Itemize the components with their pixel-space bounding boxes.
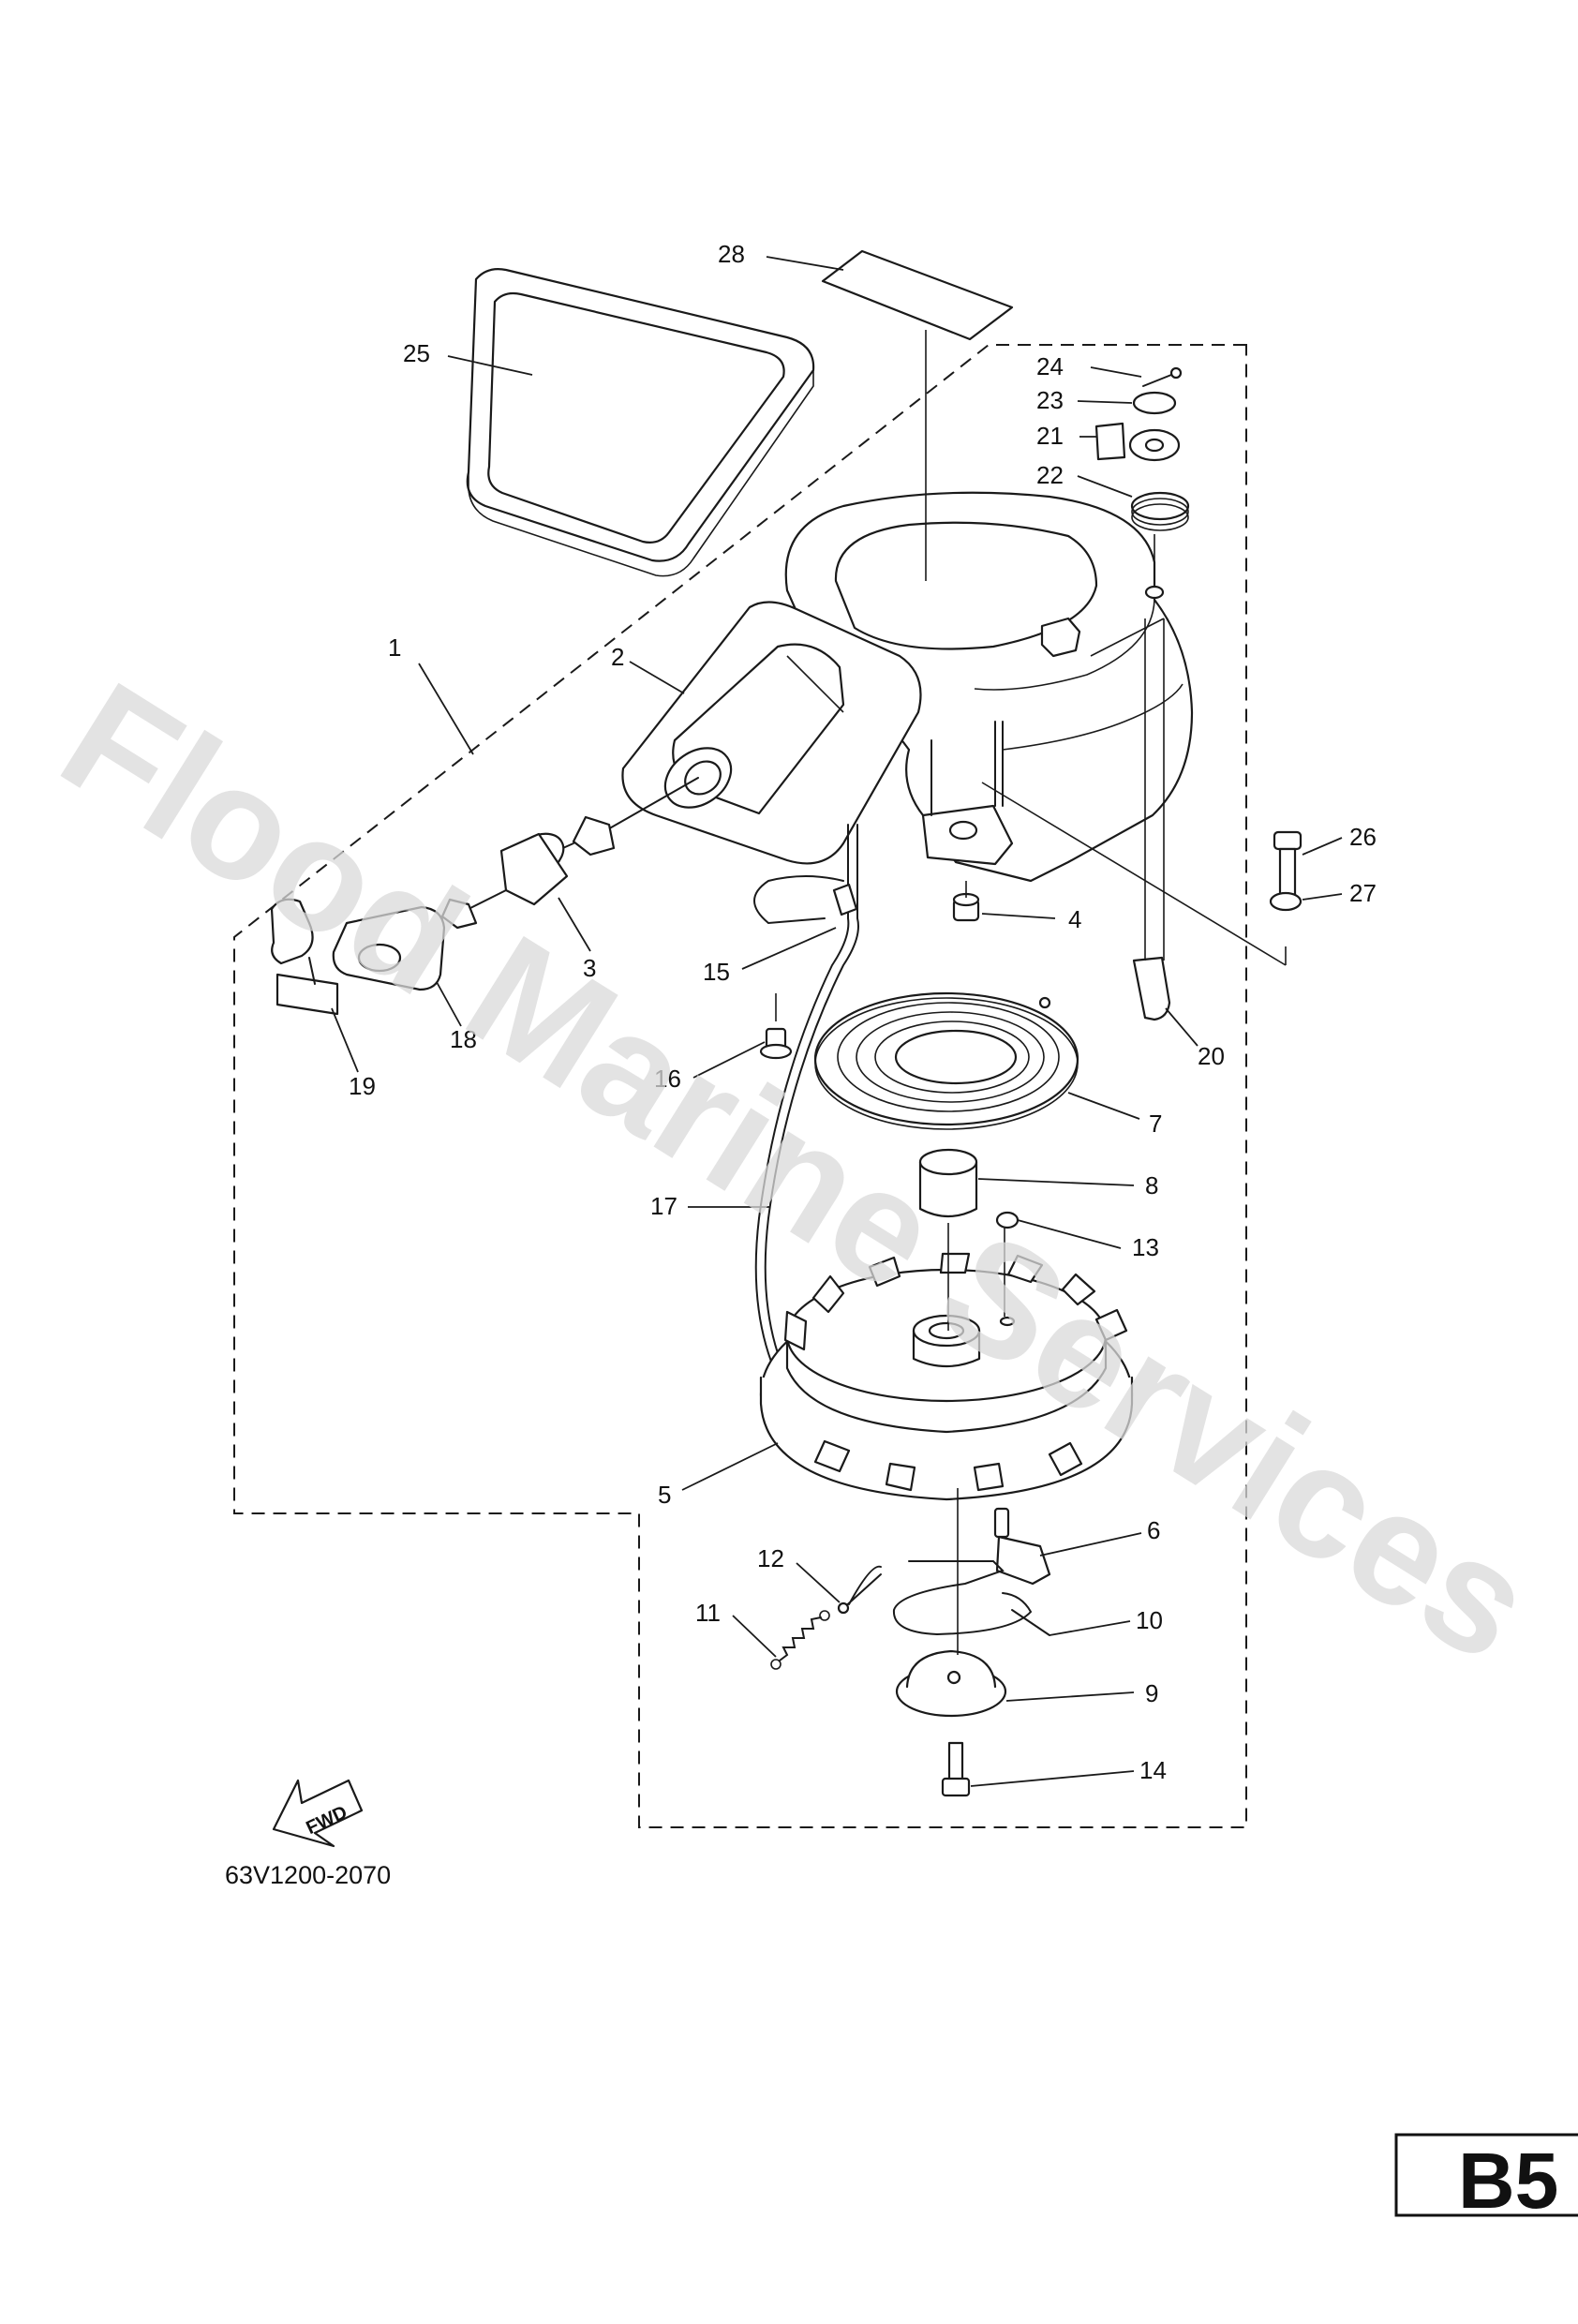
leader-24	[1090, 366, 1142, 378]
callout-25: 25	[403, 339, 430, 367]
assembly-boundary	[233, 344, 1247, 1828]
bolt-part-14	[941, 1741, 971, 1797]
callout-9: 9	[1145, 1679, 1158, 1707]
washer-part-23	[1132, 391, 1177, 415]
seal-part-25	[466, 268, 815, 577]
leader-7	[1067, 1092, 1140, 1120]
callout-13: 13	[1132, 1233, 1159, 1261]
callout-4: 4	[1068, 905, 1081, 933]
leader-20	[1165, 1007, 1198, 1047]
spring-part-22	[1130, 491, 1190, 531]
callout-2: 2	[611, 643, 624, 671]
callout-3: 3	[583, 954, 596, 982]
leader-16	[692, 1041, 766, 1079]
leader-12	[796, 1562, 841, 1603]
leader-18	[436, 981, 462, 1027]
pawl-part-6	[993, 1507, 1051, 1586]
leader-28	[766, 256, 844, 271]
callout-14: 14	[1139, 1756, 1167, 1784]
leader-3	[558, 897, 591, 952]
leader-22	[1077, 475, 1133, 498]
callout-28: 28	[718, 240, 745, 268]
callout-10: 10	[1136, 1606, 1163, 1634]
callout-18: 18	[450, 1025, 477, 1053]
callout-19: 19	[349, 1072, 376, 1100]
decal-part-28	[821, 249, 1014, 341]
part-code: 63V1200-2070	[225, 1861, 391, 1889]
bracket-part-21	[1094, 422, 1181, 462]
callout-16: 16	[654, 1065, 681, 1093]
drive-pulley-part-5	[759, 1252, 1134, 1501]
callout-12: 12	[757, 1544, 784, 1572]
handle-part-2	[621, 601, 922, 865]
fwd-arrow-icon: FWD	[272, 1779, 364, 1848]
plate-part-9	[895, 1649, 1007, 1718]
callout-17: 17	[650, 1192, 677, 1220]
leader-19	[331, 1007, 359, 1073]
rope-handle-assembly	[270, 777, 699, 1016]
leader-14	[970, 1770, 1135, 1787]
leader-1	[418, 663, 474, 755]
bolt-part-26	[1273, 830, 1303, 900]
leader-11	[732, 1615, 777, 1658]
collar-part-4	[952, 892, 980, 922]
leader-15	[741, 927, 837, 970]
callout-20: 20	[1198, 1042, 1225, 1070]
section-tag: B5	[1394, 2133, 1578, 2225]
spring-part-12	[837, 1565, 882, 1615]
callout-26: 26	[1349, 823, 1377, 851]
leader-13	[1017, 1219, 1122, 1249]
return-spring-part-10	[892, 1560, 1050, 1636]
callout-22: 22	[1036, 461, 1064, 489]
section-tag-label: B5	[1458, 2137, 1558, 2225]
bushing-part-8	[918, 1148, 978, 1218]
washer-part-27	[1269, 891, 1303, 912]
callout-24: 24	[1036, 352, 1064, 380]
spiral-spring-part-7	[813, 991, 1079, 1130]
leader-23	[1077, 400, 1133, 404]
screw-part-16	[759, 1027, 793, 1060]
callout-8: 8	[1145, 1171, 1158, 1199]
callout-5: 5	[658, 1481, 671, 1509]
callout-7: 7	[1149, 1110, 1162, 1138]
leader-2	[629, 661, 685, 694]
stopper-part-20	[1132, 956, 1171, 1021]
leader-8	[977, 1178, 1135, 1186]
callout-23: 23	[1036, 386, 1064, 414]
leader-26	[1302, 837, 1343, 856]
callout-1: 1	[388, 633, 401, 662]
leader-6	[1039, 1532, 1142, 1557]
leader-25	[447, 355, 533, 376]
lock-cable-part-15	[753, 875, 844, 925]
starter-housing	[784, 491, 1194, 883]
leader-27	[1302, 893, 1343, 901]
spring-part-11	[770, 1610, 830, 1670]
callout-21: 21	[1036, 422, 1064, 450]
leader-4	[981, 913, 1056, 919]
callout-15: 15	[703, 958, 730, 986]
pin-part-24	[1142, 366, 1183, 387]
leader-5	[681, 1442, 779, 1491]
callout-6: 6	[1147, 1516, 1160, 1544]
lock-wire-part-17	[764, 824, 859, 1407]
leader-10	[1049, 1620, 1131, 1636]
leader-9	[1005, 1691, 1135, 1702]
callout-11: 11	[695, 1599, 721, 1627]
callout-27: 27	[1349, 879, 1377, 907]
